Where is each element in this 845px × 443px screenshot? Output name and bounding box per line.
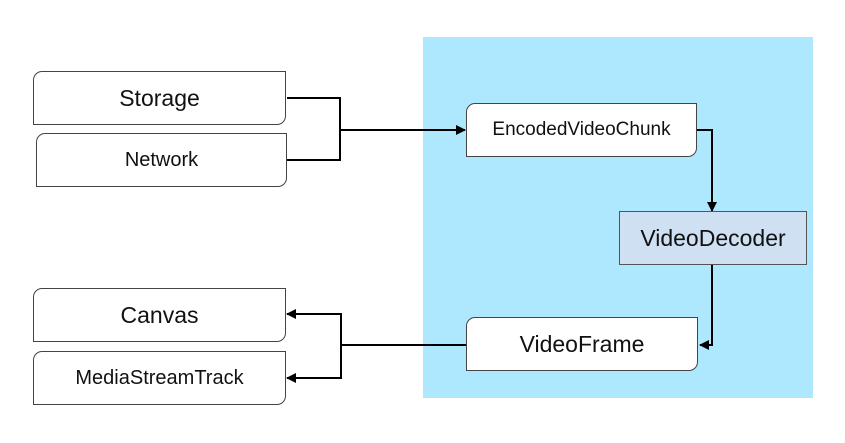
edge-network-to-merge (287, 130, 341, 161)
edge-split-to-canvas (286, 309, 342, 345)
media-stream-track-label: MediaStreamTrack (75, 366, 244, 389)
video-frame-node: VideoFrame (466, 317, 698, 371)
network-label: Network (124, 148, 199, 171)
edge-decoder-to-video-frame (699, 265, 713, 350)
storage-node: Storage (33, 71, 286, 125)
video-decoder-node: VideoDecoder (619, 211, 807, 265)
edge-split-to-media-stream-track (286, 345, 342, 383)
network-node: Network (36, 133, 287, 187)
storage-label: Storage (119, 84, 200, 111)
video-frame-label: VideoFrame (519, 330, 645, 357)
media-stream-track-node: MediaStreamTrack (33, 351, 286, 405)
canvas-label: Canvas (120, 301, 199, 328)
edge-storage-to-merge (287, 97, 341, 130)
encoded-video-chunk-node: EncodedVideoChunk (466, 103, 697, 157)
canvas-node: Canvas (33, 288, 286, 342)
edge-encoded-chunk-to-decoder (697, 129, 717, 212)
encoded-video-chunk-label: EncodedVideoChunk (492, 119, 671, 140)
video-decoder-label: VideoDecoder (640, 224, 786, 251)
